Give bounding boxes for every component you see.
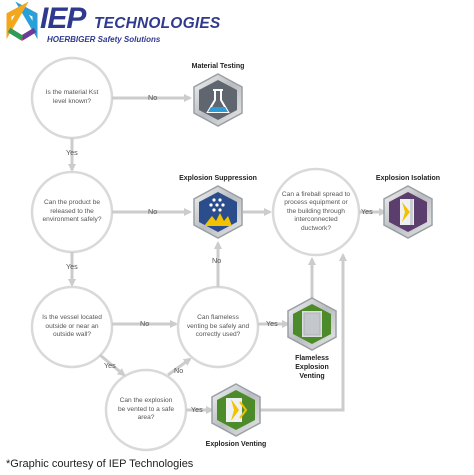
outcome-explosion-venting: Explosion Venting xyxy=(205,441,267,448)
arrow-venting-to-fireball xyxy=(256,253,347,412)
material-testing-icon xyxy=(193,73,243,127)
edge-label-no: No xyxy=(148,93,158,102)
arrow-ventsafe-no xyxy=(167,357,192,377)
arrow-vessel-yes xyxy=(99,353,126,377)
explosion-suppression-icon xyxy=(193,185,243,239)
question-node-vessel xyxy=(30,285,114,369)
outcome-explosion-isolation: Explosion Isolation xyxy=(375,175,441,182)
image-credit: *Graphic courtesy of IEP Technologies xyxy=(6,458,194,470)
connector-lines xyxy=(68,94,387,414)
edge-label-no: No xyxy=(212,256,222,265)
outcome-explosion-suppression: Explosion Suppression xyxy=(179,175,257,182)
edge-label-yes: Yes xyxy=(191,405,203,414)
question-node-fireball xyxy=(271,167,361,257)
edge-label-yes: Yes xyxy=(104,361,116,370)
question-node-flameless xyxy=(176,285,260,369)
edge-label-no: No xyxy=(148,207,158,216)
explosion-venting-icon xyxy=(211,383,261,437)
iep-logo-icon xyxy=(6,1,38,41)
edge-label-yes: Yes xyxy=(361,207,373,216)
question-node-release xyxy=(30,170,114,254)
outcome-flameless-line-1: Flameless xyxy=(295,355,329,362)
outcome-flameless-line-2: Explosion xyxy=(295,364,329,372)
edge-label-yes: Yes xyxy=(266,319,278,328)
outcome-flameless-explosion-venting: Flameless Explosion Venting xyxy=(282,354,342,381)
edge-label-no: No xyxy=(174,366,184,375)
edge-label-yes: Yes xyxy=(66,148,78,157)
brand-subtitle: HOERBIGER Safety Solutions xyxy=(47,35,161,44)
brand-name: IEP xyxy=(40,2,86,35)
edge-label-no: No xyxy=(140,319,150,328)
outcome-material-testing: Material Testing xyxy=(191,63,245,70)
question-node-vent-safe xyxy=(104,368,188,452)
flameless-venting-icon xyxy=(287,297,337,351)
explosion-isolation-icon xyxy=(383,185,433,239)
brand-suffix: TECHNOLOGIES xyxy=(94,15,221,32)
outcome-flameless-line-3: Venting xyxy=(299,373,325,381)
edge-label-yes: Yes xyxy=(66,262,78,271)
question-node-kst xyxy=(30,56,114,140)
